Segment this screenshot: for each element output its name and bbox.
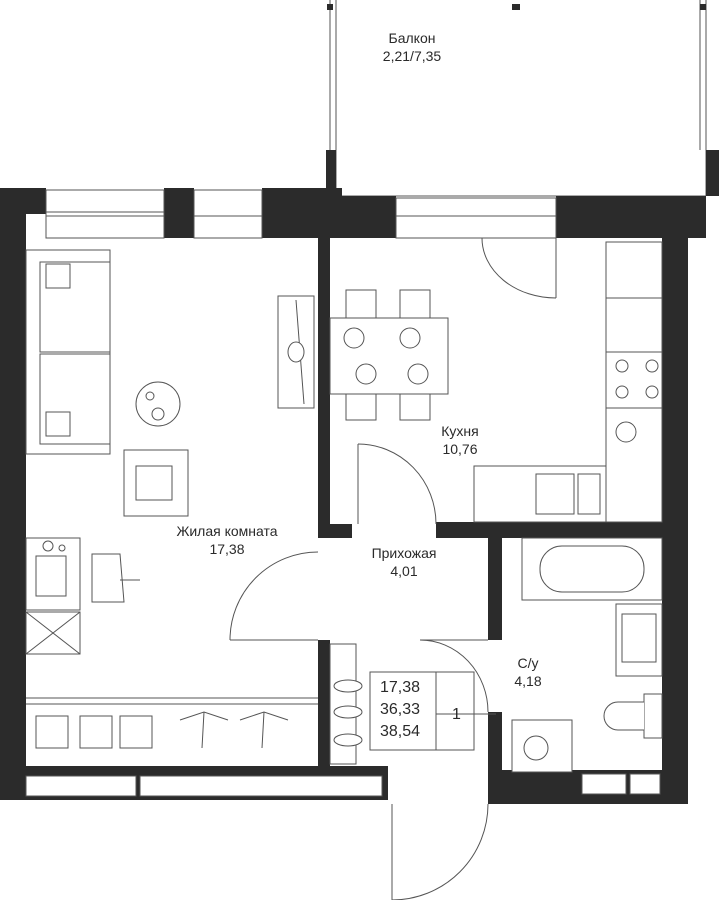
living-room-name: Жилая комната — [176, 523, 278, 539]
desk — [25, 537, 140, 611]
kitchen-area: 10,76 — [442, 441, 478, 457]
washing-machine — [511, 719, 573, 773]
hallway-label: Прихожая 4,01 — [372, 544, 437, 580]
summary-room-count: 1 — [452, 706, 461, 723]
tv-stand — [277, 295, 315, 409]
dining-table — [329, 289, 449, 421]
bathtub — [521, 537, 663, 601]
kitchen-name: Кухня — [441, 423, 479, 439]
windows — [25, 189, 661, 797]
coffee-table — [135, 381, 181, 427]
hallway-area: 4,01 — [390, 563, 418, 579]
living-room-label: Жилая комната 17,38 — [176, 522, 277, 558]
armchair — [123, 449, 189, 517]
balcony-name: Балкон — [388, 30, 436, 46]
sofa — [25, 249, 111, 455]
hallway-name: Прихожая — [371, 545, 437, 561]
bathroom-area: 4,18 — [514, 673, 542, 689]
balcony-outline — [326, 0, 719, 197]
balcony-area: 2,21/7,35 — [382, 48, 442, 64]
wardrobe — [25, 611, 318, 749]
summary-total-area: 38,54 — [380, 723, 421, 740]
kitchen-counter — [473, 241, 663, 523]
shoe-rack — [329, 643, 363, 765]
bathroom-label: С/у 4,18 — [514, 654, 541, 690]
area-summary-values: 17,38 36,33 38,54 — [380, 677, 420, 743]
summary-area-without-balcony: 36,33 — [380, 701, 421, 718]
sink — [615, 603, 663, 677]
toilet — [603, 693, 663, 739]
bathroom-name: С/у — [517, 655, 539, 671]
kitchen-label: Кухня 10,76 — [441, 422, 478, 458]
living-room-area: 17,38 — [209, 541, 245, 557]
balcony-label: Балкон 2,21/7,35 — [383, 29, 441, 65]
summary-living-area: 17,38 — [380, 679, 421, 696]
area-summary-table — [369, 671, 496, 751]
doors — [229, 237, 557, 900]
